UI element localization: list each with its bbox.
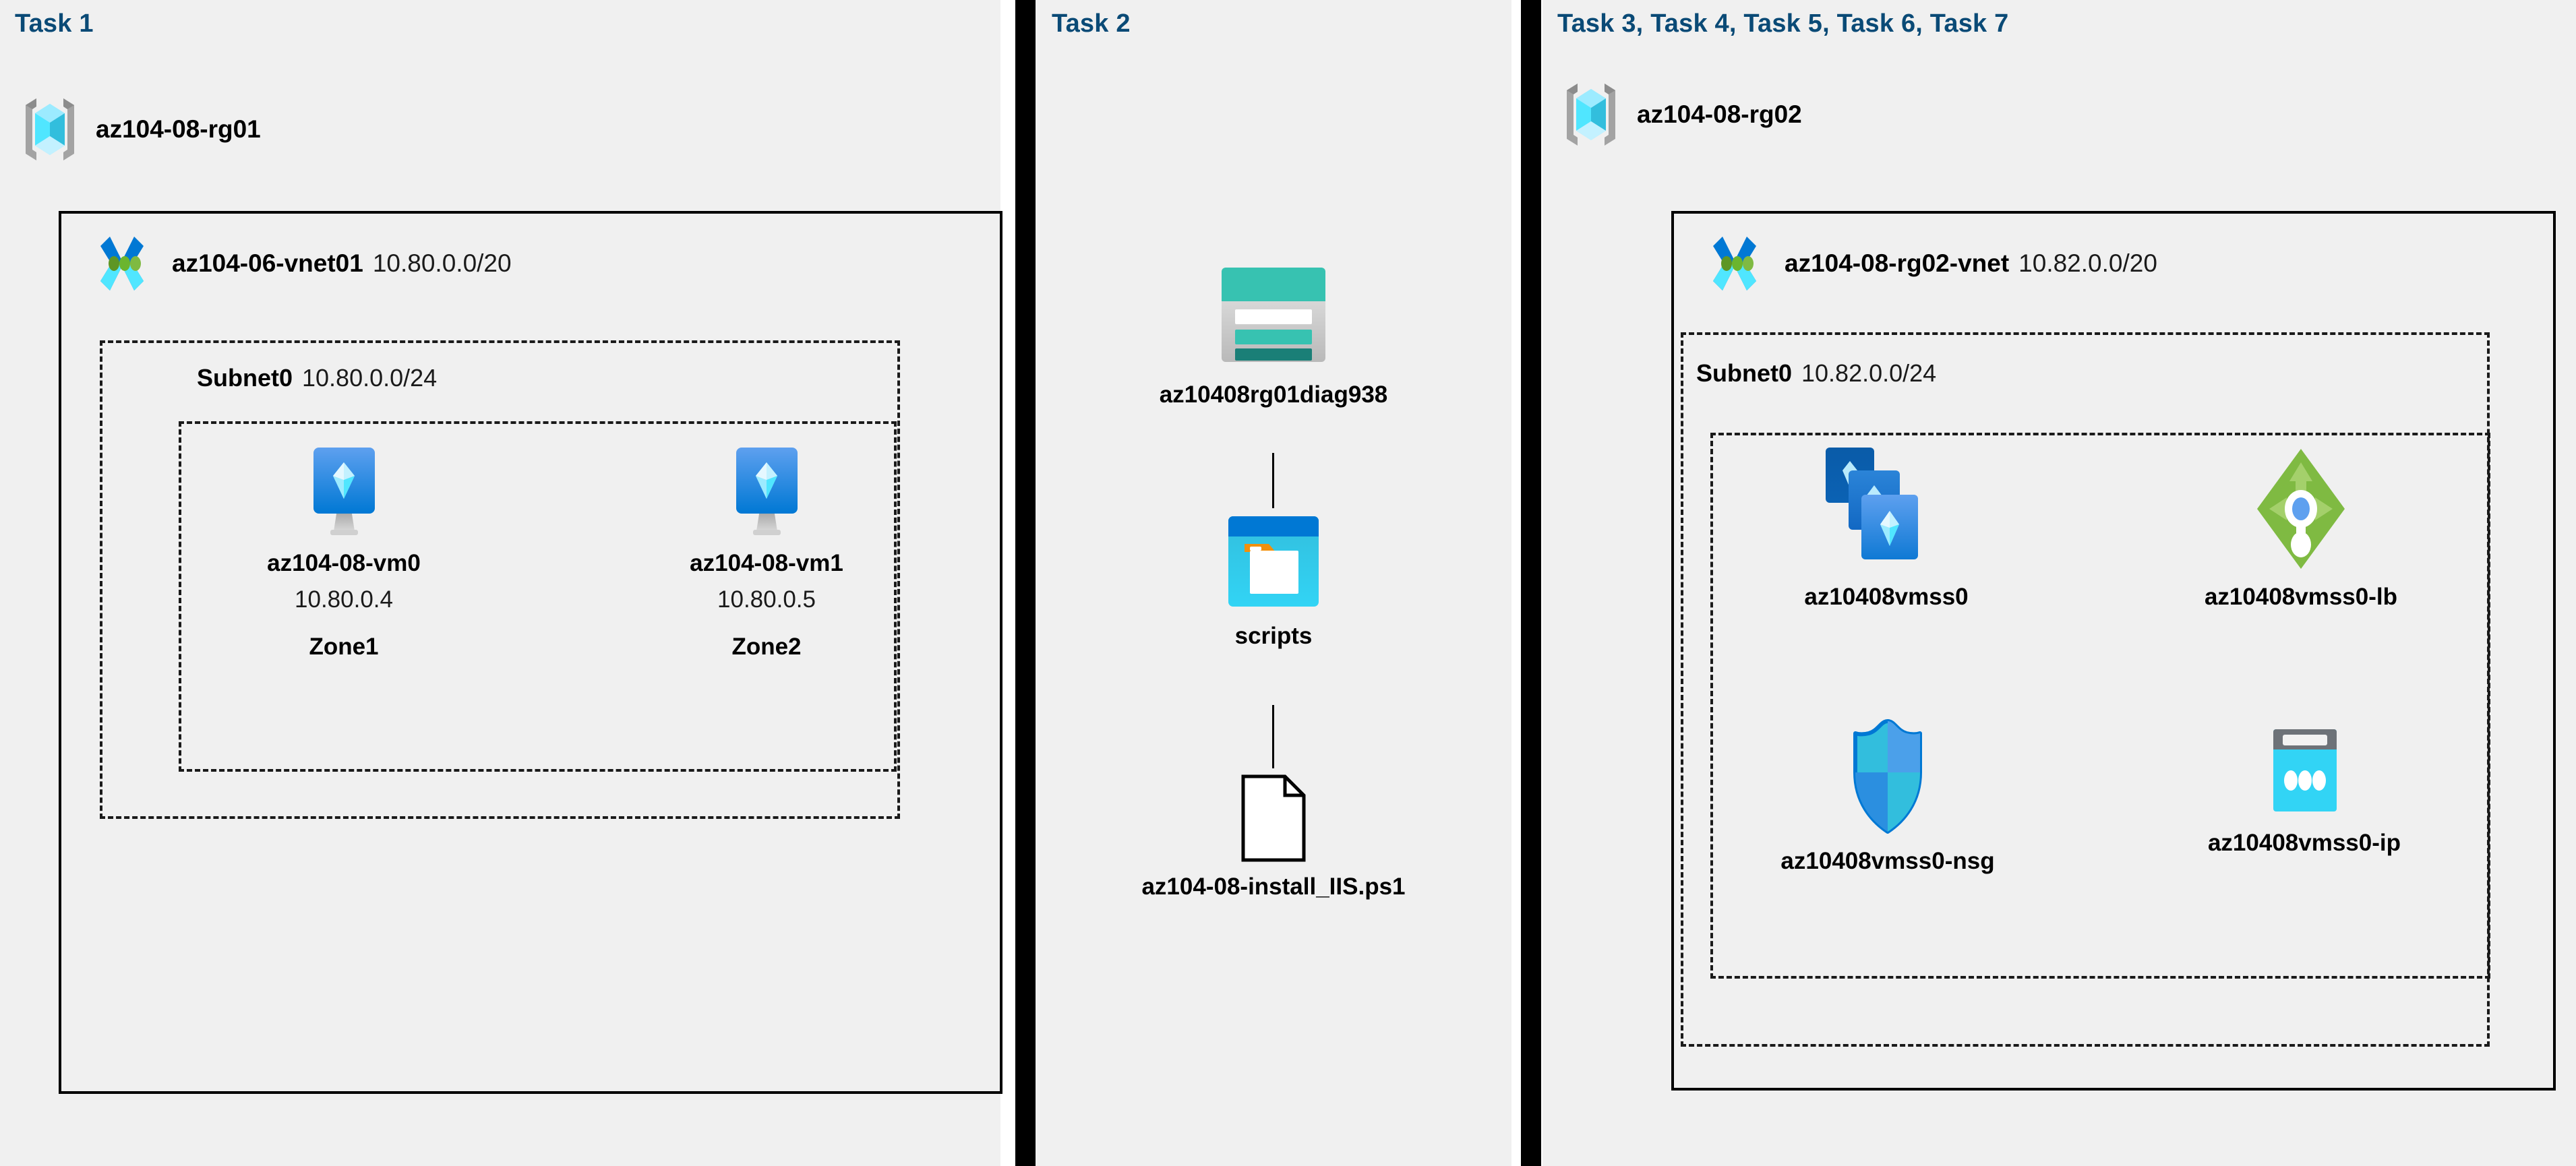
- storage-account-az10408rg01diag938: az10408rg01diag938: [1058, 259, 1489, 408]
- availability-zone-group-box: [179, 421, 897, 772]
- subnet-box-subnet0: [100, 340, 900, 819]
- nsg-name: az10408vmss0-nsg: [1780, 848, 1995, 874]
- connector-storage-to-container: [1272, 453, 1274, 508]
- resource-group-icon: [22, 94, 78, 164]
- virtual-network-icon: [1702, 233, 1767, 295]
- resource-group-az104-08-rg01: az104-08-rg01: [22, 94, 261, 164]
- load-balancer-icon: [2237, 445, 2365, 573]
- vm-zone: Zone2: [731, 634, 802, 660]
- vm-ip-address: 10.80.0.5: [717, 586, 816, 613]
- vnet-box-az104-06-vnet01: [59, 211, 1002, 1094]
- vnet-label: az104-06-vnet01: [172, 249, 363, 277]
- public-ip-address-az10408vmss0-ip: az10408vmss0-ip: [2176, 721, 2432, 857]
- vm-zone: Zone1: [309, 634, 379, 660]
- load-balancer-name: az10408vmss0-lb: [2204, 584, 2398, 610]
- panel-task-2: Task 2 az10408rg01: [1036, 0, 1511, 1166]
- vnet-label: az104-08-rg02-vnet: [1785, 249, 2010, 277]
- resource-group-icon: [1563, 80, 1619, 150]
- file-document-icon: [1239, 774, 1308, 863]
- panel-divider-2: [1521, 0, 1541, 1166]
- storage-account-name: az10408rg01diag938: [1159, 381, 1388, 408]
- resource-group-label: az104-08-rg02: [1637, 100, 1802, 128]
- vnet-az104-06-vnet01: az104-06-vnet01 10.80.0.0/20: [90, 233, 512, 295]
- vnet-cidr: 10.80.0.0/20: [372, 249, 512, 277]
- vmss-name: az10408vmss0: [1804, 584, 1969, 610]
- public-ip-address-icon: [2256, 721, 2354, 819]
- vnet-box-az104-08-rg02-vnet: [1671, 211, 2556, 1091]
- subnet-cidr: 10.82.0.0/24: [1801, 359, 1937, 387]
- vmss-resources-group-box: [1710, 433, 2490, 979]
- virtual-network-icon: [90, 233, 154, 295]
- network-security-group-icon: [1847, 716, 1928, 837]
- vm-ip-address: 10.80.0.4: [295, 586, 393, 613]
- vm-name: az104-08-vm0: [267, 550, 421, 576]
- connector-container-to-file: [1272, 705, 1274, 768]
- subnet0-caption: Subnet0 10.82.0.0/24: [1696, 359, 1936, 388]
- panel-task-1: Task 1 az104-08-rg0: [0, 0, 1002, 1166]
- vnet-cidr: 10.82.0.0/20: [2018, 249, 2157, 277]
- vnet-az104-08-rg02-vnet: az104-08-rg02-vnet 10.82.0.0/20: [1702, 233, 2157, 295]
- public-ip-name: az10408vmss0-ip: [2207, 830, 2401, 856]
- load-balancer-az10408vmss0-lb: az10408vmss0-lb: [2166, 445, 2436, 611]
- vm-scale-set-icon: [1819, 445, 1954, 573]
- vm-scale-set-az10408vmss0: az10408vmss0: [1768, 445, 2004, 611]
- file-az104-08-install-iis-ps1: az104-08-install_IIS.ps1: [1058, 774, 1489, 900]
- vm-az104-08-vm0: az104-08-vm0 10.80.0.4 Zone1: [266, 445, 421, 661]
- blob-container-icon: [1223, 512, 1324, 612]
- virtual-machine-icon: [725, 445, 809, 539]
- network-security-group-az10408vmss0-nsg: az10408vmss0-nsg: [1753, 716, 2023, 875]
- panel-task-3-4-5-6-7: Task 3, Task 4, Task 5, Task 6, Task 7 a…: [1542, 0, 2576, 1166]
- panel-divider-1: [1015, 0, 1036, 1166]
- blob-container-scripts: scripts: [1058, 512, 1489, 650]
- subnet-label: Subnet0: [1696, 359, 1793, 387]
- task-3-to-7-heading: Task 3, Task 4, Task 5, Task 6, Task 7: [1557, 9, 2009, 38]
- task-2-heading: Task 2: [1052, 9, 1131, 38]
- resource-group-label: az104-08-rg01: [96, 115, 261, 143]
- resource-group-az104-08-rg02: az104-08-rg02: [1563, 80, 1802, 150]
- task-1-heading: Task 1: [15, 9, 94, 38]
- file-name: az104-08-install_IIS.ps1: [1141, 873, 1406, 900]
- vm-az104-08-vm1: az104-08-vm1 10.80.0.5 Zone2: [689, 445, 844, 661]
- subnet-label: Subnet0: [197, 364, 293, 392]
- storage-account-icon: [1212, 259, 1335, 371]
- blob-container-name: scripts: [1234, 623, 1313, 649]
- subnet0-caption: Subnet0 10.80.0.0/24: [197, 364, 437, 392]
- virtual-machine-icon: [302, 445, 386, 539]
- subnet-cidr: 10.80.0.0/24: [302, 364, 438, 392]
- vm-name: az104-08-vm1: [690, 550, 843, 576]
